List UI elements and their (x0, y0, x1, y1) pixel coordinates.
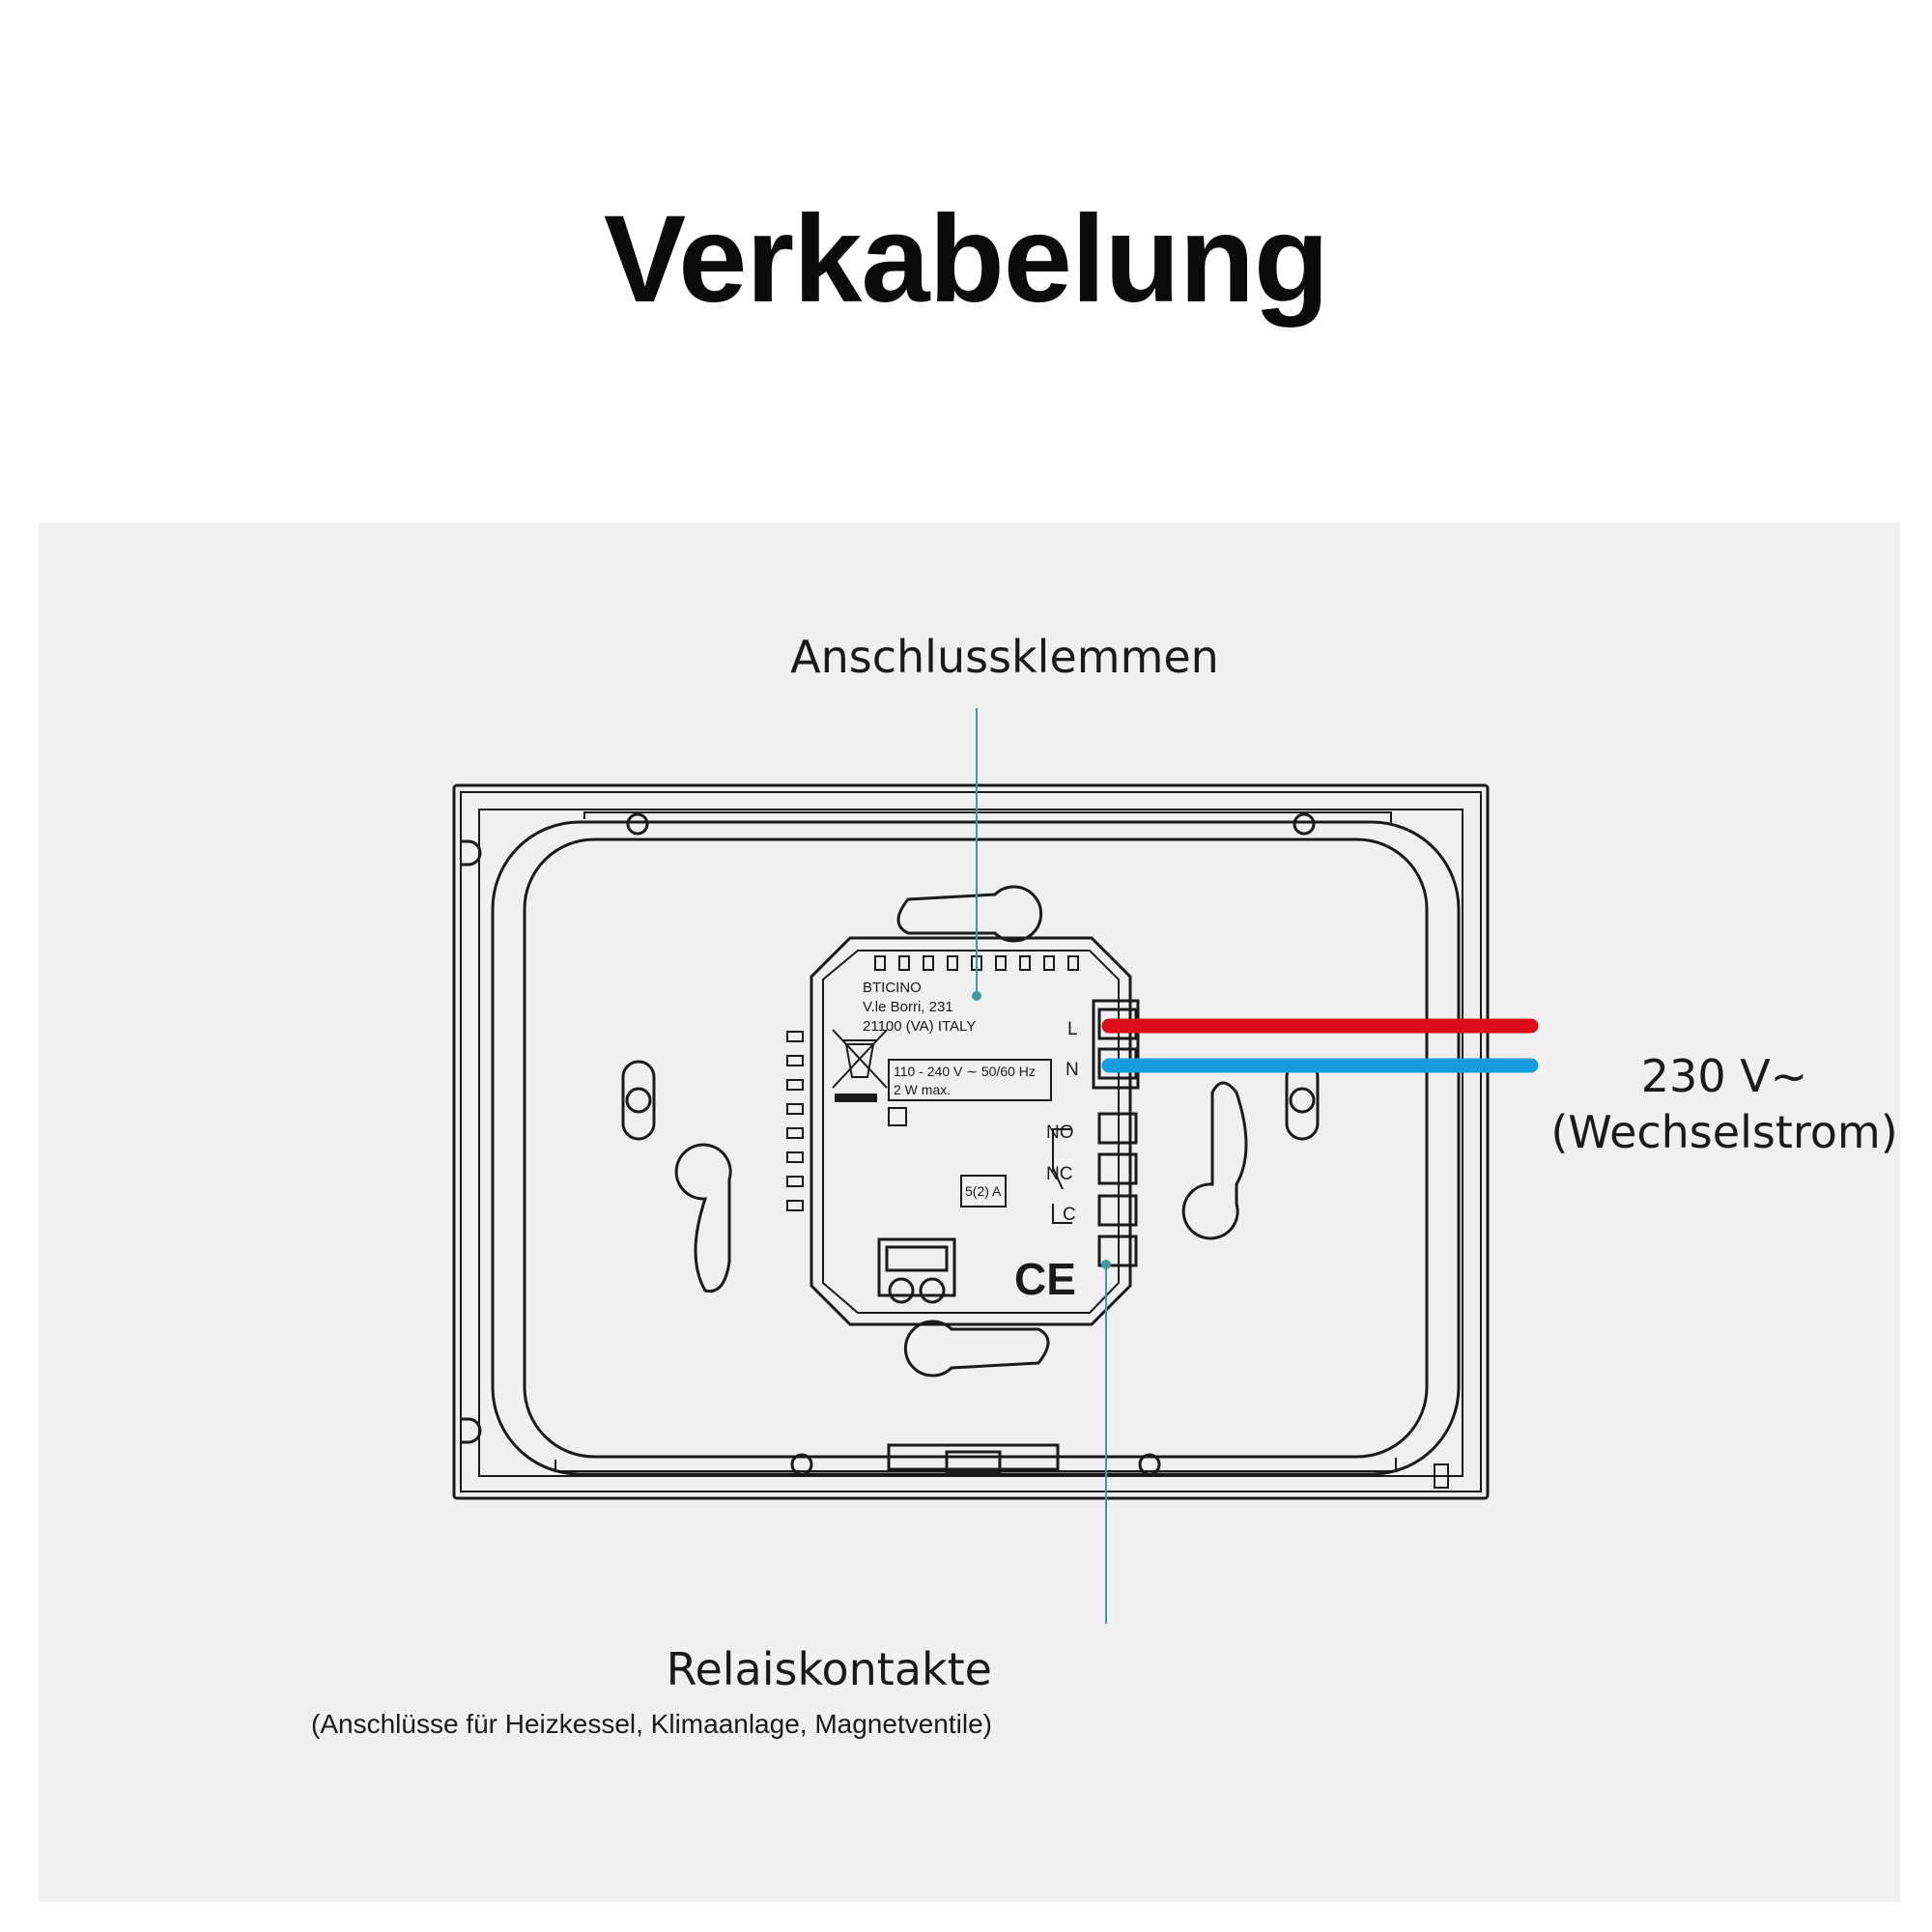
device-rating-1: 110 - 240 V ∼ 50/60 Hz (894, 1064, 1036, 1079)
bottom-connector-pin-2 (919, 1277, 946, 1304)
module-body-inner (822, 950, 1120, 1314)
frame-inner-border (478, 809, 1463, 1477)
left-clip-bottom (461, 1417, 482, 1444)
ce-mark: CE (1014, 1254, 1076, 1304)
terminal-l-label: L (1067, 1019, 1078, 1039)
relay-leader-dot (1101, 1260, 1111, 1269)
top-screw-left (626, 812, 649, 836)
bottom-latch-tab (945, 1450, 1002, 1473)
terminal-nc (1097, 1152, 1138, 1185)
bottom-connector (877, 1237, 956, 1297)
device-address-2: 21100 (VA) ITALY (863, 1018, 976, 1035)
top-screw-right (1293, 812, 1316, 836)
relay-symbol (1052, 1128, 1072, 1224)
terminal-block (1092, 999, 1140, 1090)
bottom-screw-right (1138, 1453, 1161, 1476)
keyhole-bottom (903, 1320, 1050, 1378)
bottom-connector-pin-1 (888, 1277, 915, 1304)
keyhole-right (1181, 1081, 1248, 1240)
terminals-callout: Anschlussklemmen (790, 631, 1219, 683)
mount-plate-inner (523, 838, 1429, 1459)
relay-rating-box (960, 1175, 1007, 1208)
terminal-c (1097, 1194, 1138, 1227)
mount-plate (491, 820, 1461, 1476)
outer-frame-inner (460, 791, 1482, 1492)
diagram-panel: BTICINO V.le Borri, 231 21100 (VA) ITALY… (39, 523, 1900, 1902)
terminal-spare (1097, 1235, 1138, 1267)
terminal-nc-label: NC (1046, 1164, 1072, 1184)
weee-bin-icon (832, 1029, 888, 1089)
keyhole-top (896, 885, 1043, 943)
relay-callout-sub: (Anschlüsse für Heizkessel, Klimaanlage,… (311, 1709, 992, 1739)
rating-box (888, 1059, 1052, 1101)
device-rating-2: 2 W max. (894, 1082, 951, 1097)
terminal-c-label: C (1063, 1205, 1076, 1225)
vent-row-top (874, 955, 1079, 971)
voltage-callout: 230 V~ (1640, 1050, 1808, 1102)
wiring-diagram: BTICINO V.le Borri, 231 21100 (VA) ITALY… (452, 708, 1539, 1624)
top-rail (583, 811, 1392, 823)
relay-rating: 5(2) A (965, 1183, 1002, 1199)
oval-slot-right-dot (1289, 1087, 1316, 1114)
oval-slot-left-dot (625, 1087, 652, 1114)
page-title: Verkabelung (603, 190, 1329, 328)
vent-col-left (786, 1031, 804, 1211)
small-square (888, 1107, 907, 1126)
terminal-n-label: N (1065, 1060, 1079, 1080)
corner-tab (1434, 1463, 1449, 1489)
left-clip-top (461, 839, 482, 867)
device-manufacturer: BTICINO (863, 980, 922, 996)
bottom-latch (887, 1443, 1060, 1471)
bottom-connector-slot (885, 1245, 949, 1272)
voltage-callout-sub: (Wechselstrom) (1550, 1106, 1898, 1158)
keyhole-left (674, 1143, 732, 1293)
module-body (810, 936, 1132, 1326)
oval-slot-left (621, 1060, 656, 1141)
terminal-no-label: NO (1046, 1122, 1074, 1143)
device-address-1: V.le Borri, 231 (863, 999, 953, 1015)
terminals-leader-dot (972, 991, 981, 1001)
weee-bar (835, 1094, 877, 1102)
outer-frame (452, 783, 1490, 1500)
relay-callout: Relaiskontakte (666, 1643, 992, 1695)
bottom-screw-left (790, 1453, 813, 1476)
terminal-no (1097, 1112, 1138, 1145)
